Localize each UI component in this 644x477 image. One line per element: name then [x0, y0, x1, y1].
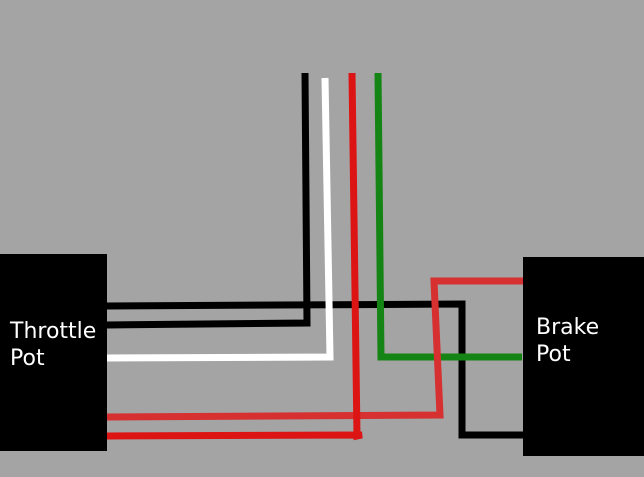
- throttle-pot-label-line1: Throttle: [10, 319, 97, 344]
- wire-red-throttle-to-brake: [106, 277, 525, 421]
- brake-pot-label-line2: Pot: [536, 342, 571, 367]
- wire-red-throttle-up: [106, 72, 363, 441]
- wire-green-brake-up: [374, 72, 522, 361]
- brake-pot-label-line1: Brake: [536, 315, 600, 340]
- throttle-pot-box: Throttle Pot: [0, 254, 107, 451]
- throttle-pot-label-line2: Pot: [10, 346, 45, 371]
- wire-black-throttle-to-brake: [106, 300, 523, 439]
- brake-pot-box: Brake Pot: [523, 257, 644, 456]
- wire-black-throttle-up: [106, 72, 311, 329]
- wire-white-throttle-up: [106, 77, 334, 362]
